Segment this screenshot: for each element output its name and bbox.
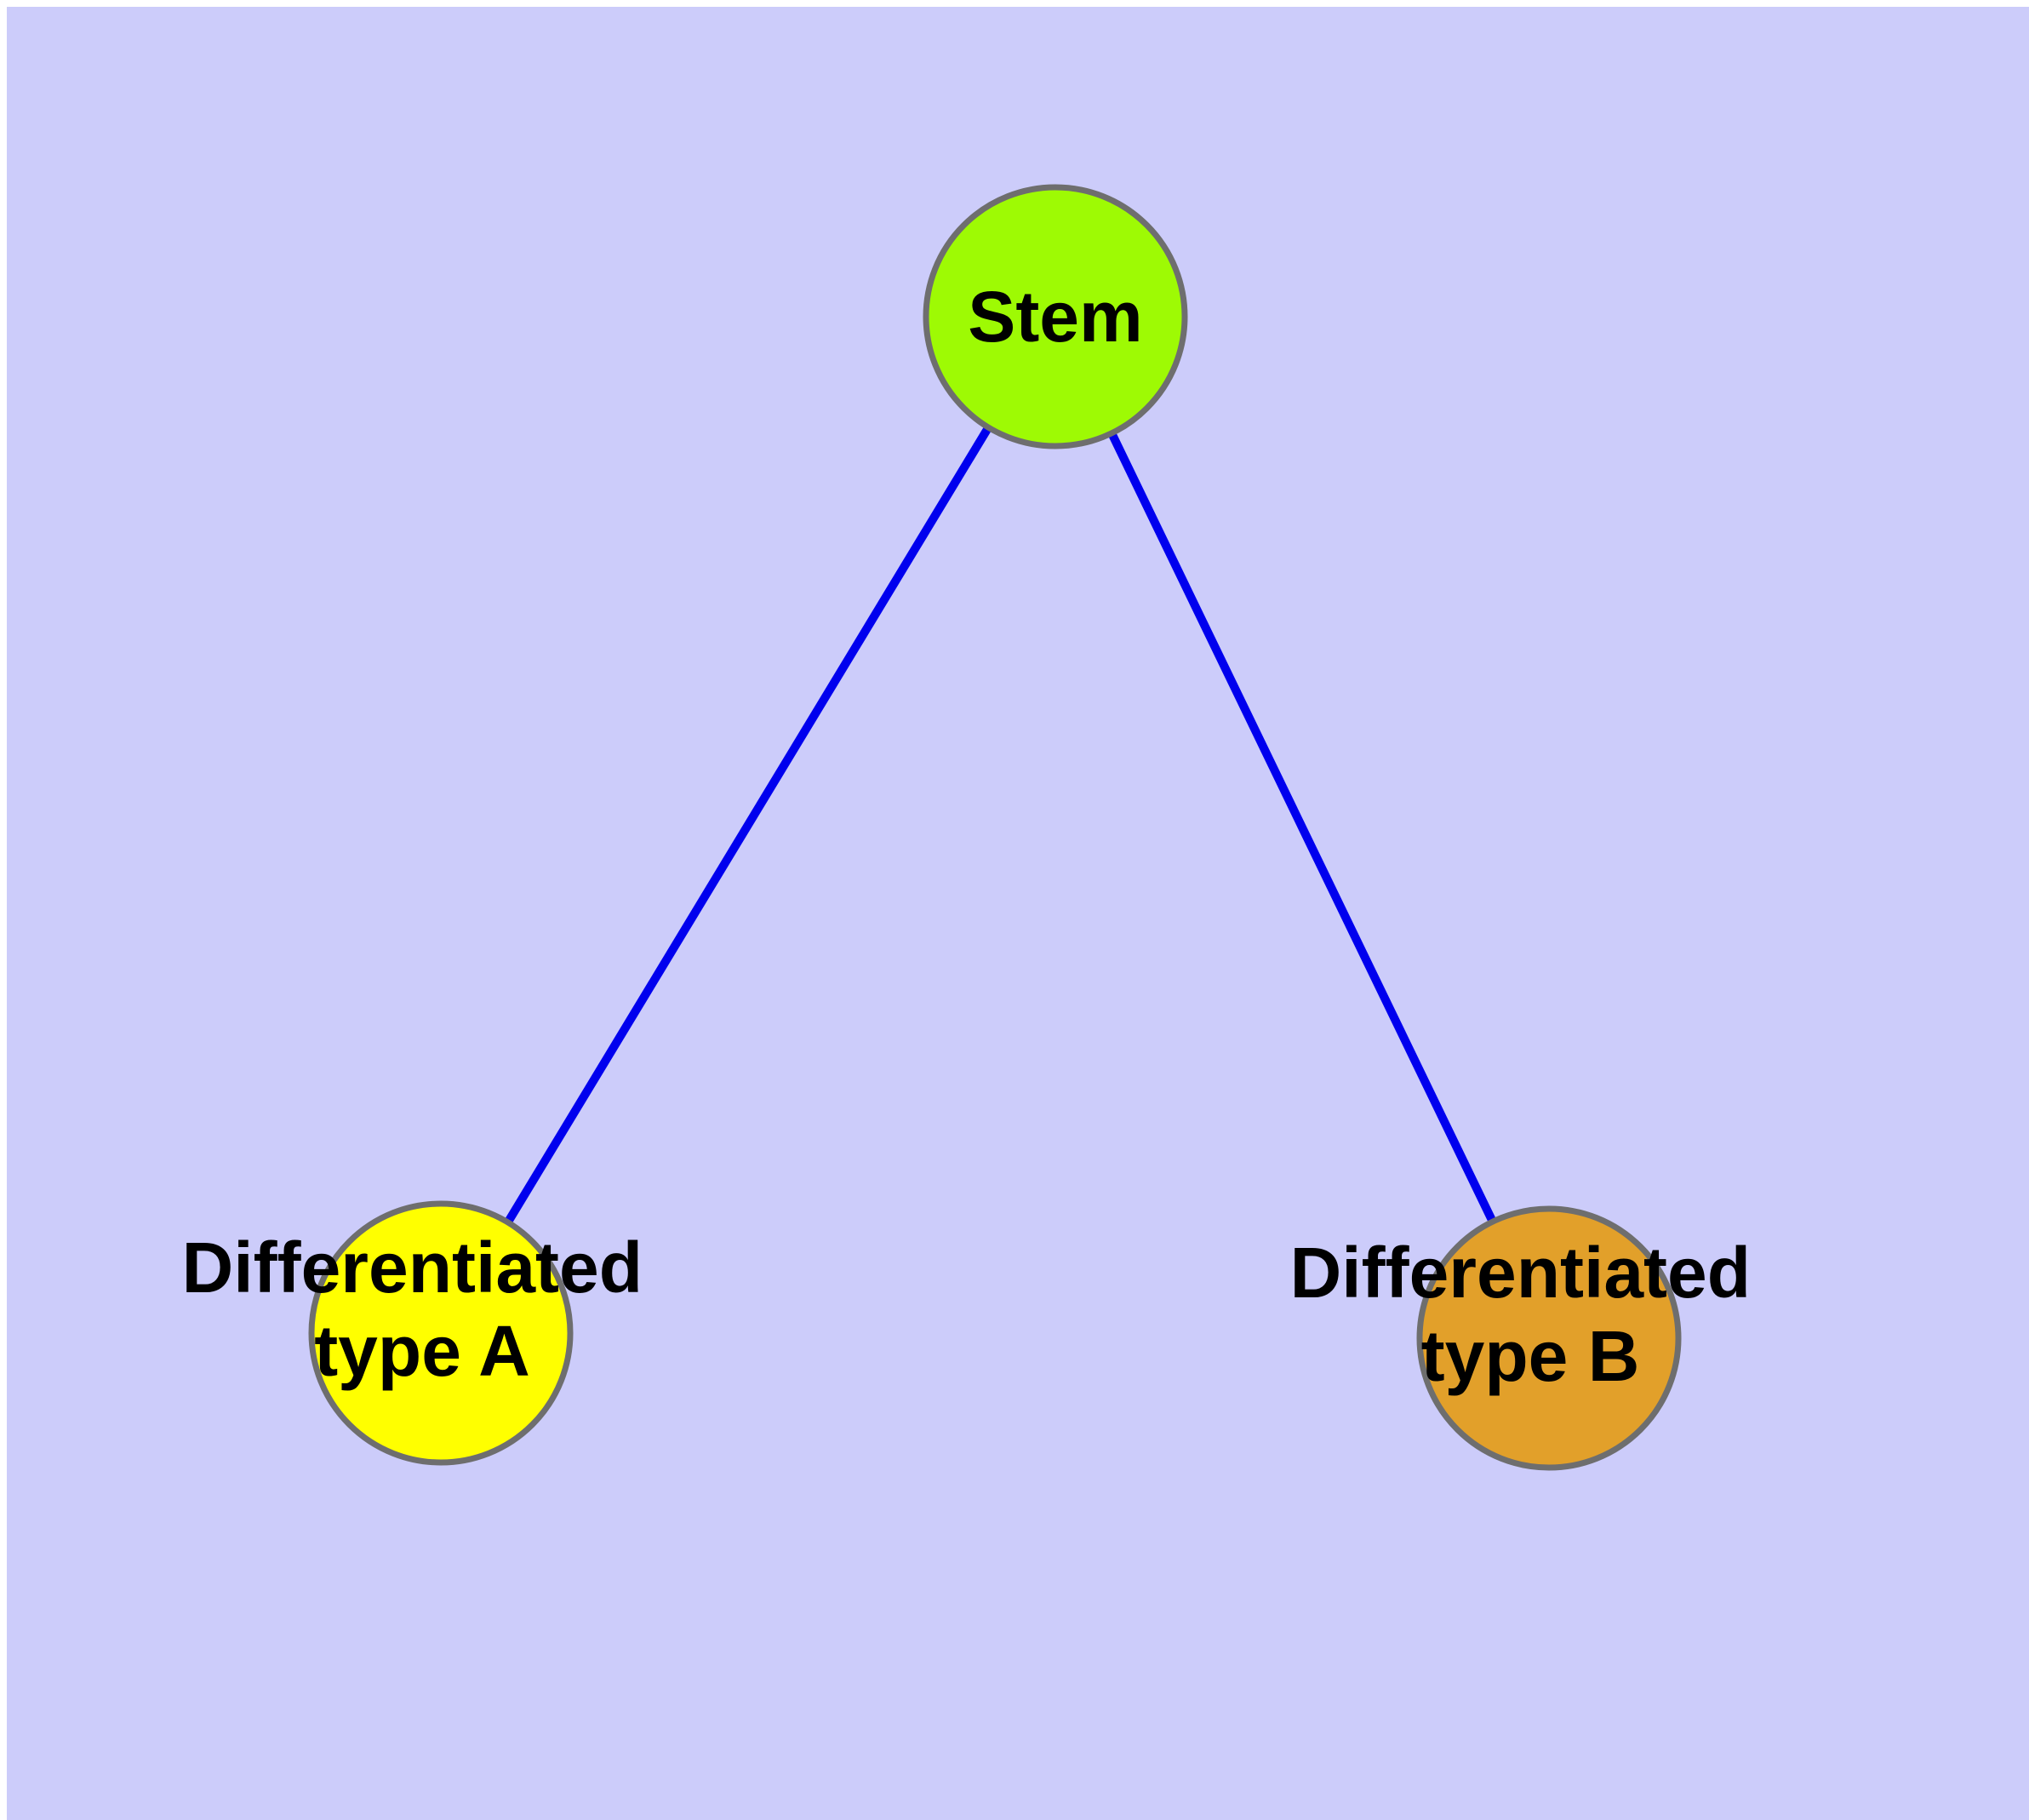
node-diff-b-label-line-2: type B [1421, 1316, 1640, 1396]
node-diff-a-label-line-1: Differentiated [182, 1228, 643, 1308]
label-layer: Stem Differentiated type A Differentiate… [182, 277, 1771, 1396]
node-diff-a-circle[interactable] [308, 1200, 574, 1466]
node-diff-b-label-line-1: Differentiated [1290, 1233, 1751, 1313]
node-stem-circle[interactable] [923, 184, 1188, 449]
node-diff-a-label: Differentiated type A [182, 1228, 663, 1391]
node-diff-b[interactable] [1416, 1205, 1682, 1471]
edge-stem-to-diff-b[interactable] [1051, 314, 1553, 1341]
node-stem-label-line-1: Stem [968, 277, 1142, 357]
edge-stem-to-diff-a[interactable] [437, 314, 1060, 1336]
node-diff-b-circle[interactable] [1416, 1205, 1682, 1471]
node-stem[interactable] [923, 184, 1188, 449]
node-diff-a[interactable] [308, 1200, 574, 1466]
node-layer [308, 184, 1682, 1471]
node-diff-a-label-line-2: type A [314, 1311, 530, 1391]
node-stem-label: Stem [968, 277, 1142, 357]
edge-layer [437, 314, 1553, 1341]
node-diff-b-label: Differentiated type B [1290, 1233, 1771, 1396]
